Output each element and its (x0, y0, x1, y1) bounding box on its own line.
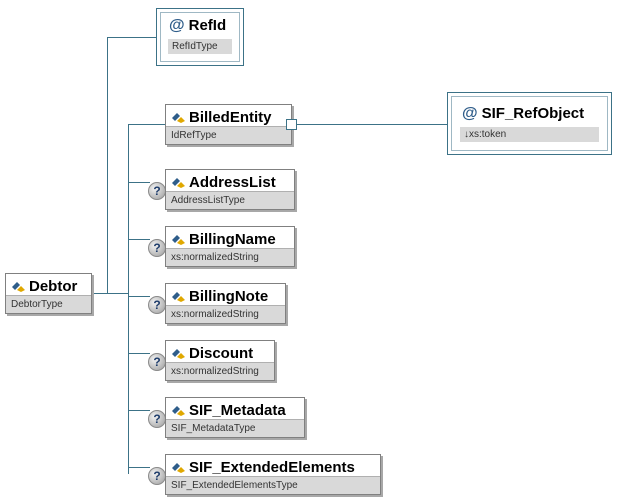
element-box-billingnote[interactable]: BillingNote xs:normalizedString (165, 283, 286, 324)
element-type-discount: xs:normalizedString (166, 362, 274, 380)
attribute-box-refid[interactable]: @RefId RefIdType (156, 8, 244, 66)
element-icon (172, 291, 185, 302)
optional-icon-discount: ? (148, 353, 166, 371)
element-box-root[interactable]: Debtor DebtorType (5, 273, 92, 314)
attribute-frame (451, 96, 608, 151)
attribute-box-sif-refobject[interactable]: @SIF_RefObject ↓xs:token (447, 92, 612, 155)
element-type-sif-extendedelements: SIF_ExtendedElementsType (166, 476, 380, 494)
element-type-addresslist: AddressListType (166, 191, 294, 209)
connector-debtor-out (92, 293, 108, 294)
element-type-root: DebtorType (6, 295, 91, 313)
element-box-addresslist[interactable]: AddressList AddressListType (165, 169, 295, 210)
optional-icon-billingnote: ? (148, 296, 166, 314)
connector-child-2 (128, 182, 150, 183)
optional-icon-addresslist: ? (148, 182, 166, 200)
connector-child-1 (128, 124, 165, 125)
optional-icon-billingname: ? (148, 239, 166, 257)
attribute-type-sif-refobject: ↓xs:token (460, 127, 599, 142)
element-icon (12, 281, 25, 292)
element-name-billedentity: BilledEntity (166, 105, 291, 130)
attribute-icon: @ (169, 17, 185, 34)
connector-to-sequence (107, 293, 128, 294)
attribute-frame (160, 12, 240, 62)
element-icon (172, 462, 185, 473)
element-icon (172, 234, 185, 245)
element-box-billedentity[interactable]: BilledEntity IdRefType (165, 104, 292, 145)
element-icon (172, 405, 185, 416)
connector-child-4 (128, 296, 150, 297)
optional-icon-sif-extendedelements: ? (148, 467, 166, 485)
connector-child-6 (128, 410, 150, 411)
element-type-sif-metadata: SIF_MetadataType (166, 419, 304, 437)
attribute-type-refid: RefIdType (168, 39, 232, 54)
element-icon (172, 348, 185, 359)
element-box-discount[interactable]: Discount xs:normalizedString (165, 340, 275, 381)
connector-to-refid (107, 37, 156, 38)
element-type-billedentity: IdRefType (166, 126, 291, 144)
attribute-icon: @ (462, 105, 478, 122)
connector-child-7 (128, 467, 150, 468)
element-box-billingname[interactable]: BillingName xs:normalizedString (165, 226, 295, 267)
element-box-sif-extendedelements[interactable]: SIF_ExtendedElements SIF_ExtendedElement… (165, 454, 381, 495)
element-icon (172, 177, 185, 188)
element-name-billingnote: BillingNote (166, 284, 285, 309)
optional-icon-sif-metadata: ? (148, 410, 166, 428)
element-type-billingname: xs:normalizedString (166, 248, 294, 266)
element-name-discount: Discount (166, 341, 274, 366)
element-type-billingnote: xs:normalizedString (166, 305, 285, 323)
element-icon (172, 112, 185, 123)
attribute-name-sif-refobject: @SIF_RefObject (462, 105, 585, 122)
element-name-billingname: BillingName (166, 227, 294, 252)
element-name-root: Debtor (6, 274, 91, 299)
connector-attribute-trunk (107, 37, 108, 294)
element-name-addresslist: AddressList (166, 170, 294, 195)
connector-child-3 (128, 239, 150, 240)
connector-sequence-trunk (128, 124, 129, 474)
element-name-sif-metadata: SIF_Metadata (166, 398, 304, 423)
connector-child-5 (128, 353, 150, 354)
element-box-sif-metadata[interactable]: SIF_Metadata SIF_MetadataType (165, 397, 305, 438)
connector-billedentity-ref (292, 124, 447, 125)
expand-toggle[interactable] (286, 119, 297, 130)
element-name-sif-extendedelements: SIF_ExtendedElements (166, 455, 380, 480)
attribute-name-refid: @RefId (169, 17, 227, 34)
